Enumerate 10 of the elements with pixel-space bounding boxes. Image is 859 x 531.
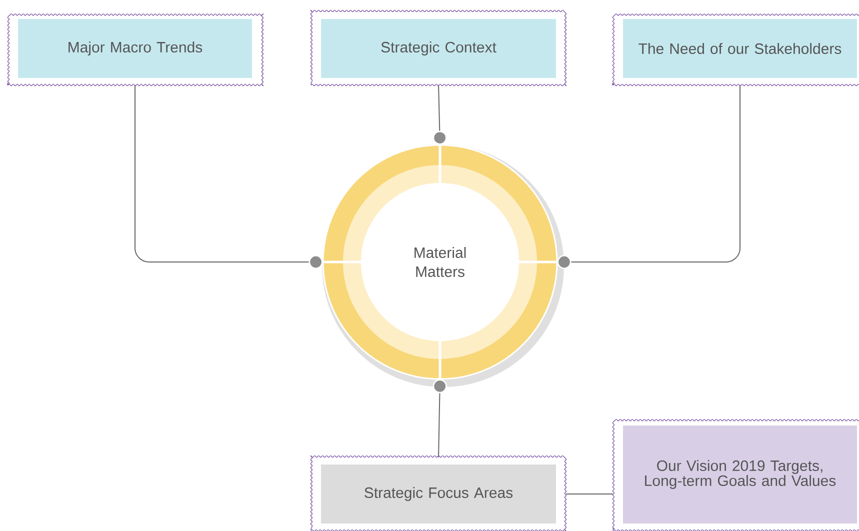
text-box: Our Vision 2019 Targets, Long-term Goals and Values bbox=[612, 418, 859, 531]
connector-line bbox=[557, 84, 740, 269]
connector-line bbox=[432, 379, 447, 458]
text-box: The Need of our Stakeholders bbox=[612, 13, 859, 86]
connector-line bbox=[432, 84, 447, 145]
ring-drawing: Material Matters bbox=[322, 144, 564, 387]
text-box: Strategic Context bbox=[310, 10, 567, 86]
text-box: Strategic Focus Areas bbox=[310, 455, 567, 531]
connector-line bbox=[134, 84, 323, 269]
text-box: Major Macro Trends bbox=[7, 13, 264, 86]
